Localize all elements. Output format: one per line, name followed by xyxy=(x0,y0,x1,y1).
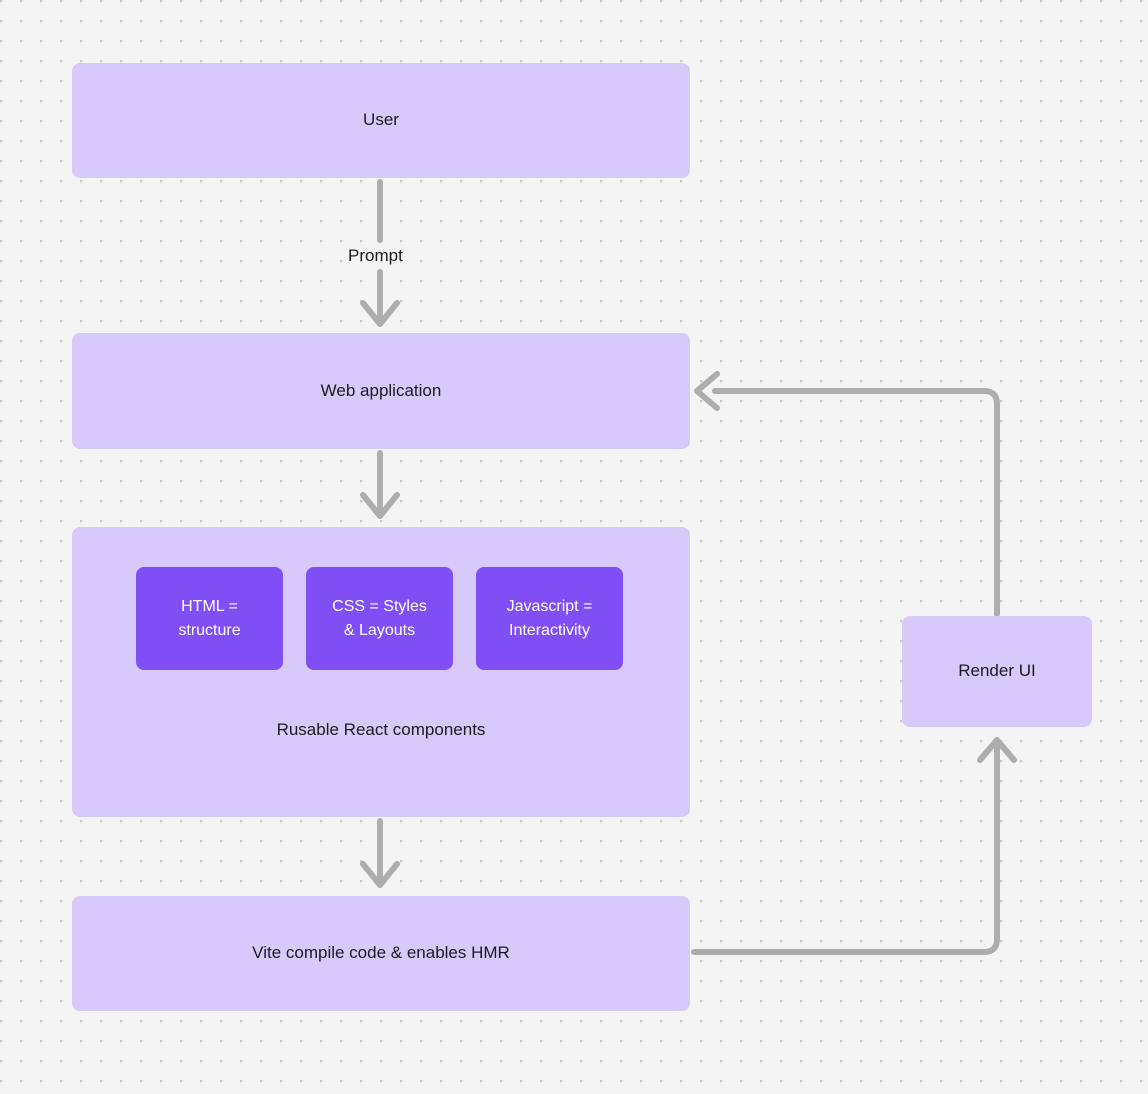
node-web-application[interactable]: Web application xyxy=(72,333,690,449)
node-vite[interactable]: Vite compile code & enables HMR xyxy=(72,896,690,1011)
node-css-label: CSS = Styles & Layouts xyxy=(332,598,427,639)
node-reusable-react-components-label: Rusable React components xyxy=(276,720,486,739)
edge-label-prompt: Prompt xyxy=(342,246,409,266)
node-vite-label: Vite compile code & enables HMR xyxy=(252,943,510,963)
edge-components-to-vite xyxy=(360,818,400,888)
node-user[interactable]: User xyxy=(72,63,690,178)
edge-label-prompt-text: Prompt xyxy=(348,246,403,265)
edge-vite-to-renderui xyxy=(691,737,1017,955)
node-reusable-react-components-caption: Rusable React components xyxy=(72,720,690,740)
node-css[interactable]: CSS = Styles & Layouts xyxy=(306,567,453,670)
node-javascript-label: Javascript = Interactivity xyxy=(506,598,593,639)
edge-webapp-to-components xyxy=(360,450,400,519)
node-javascript[interactable]: Javascript = Interactivity xyxy=(476,567,623,670)
node-html[interactable]: HTML = structure xyxy=(136,567,283,670)
edge-renderui-to-webapp xyxy=(694,371,1000,617)
node-render-ui-label: Render UI xyxy=(958,661,1036,681)
node-user-label: User xyxy=(363,110,399,130)
node-web-application-label: Web application xyxy=(320,380,442,400)
node-render-ui[interactable]: Render UI xyxy=(902,616,1092,727)
node-html-label: HTML = structure xyxy=(178,598,241,639)
